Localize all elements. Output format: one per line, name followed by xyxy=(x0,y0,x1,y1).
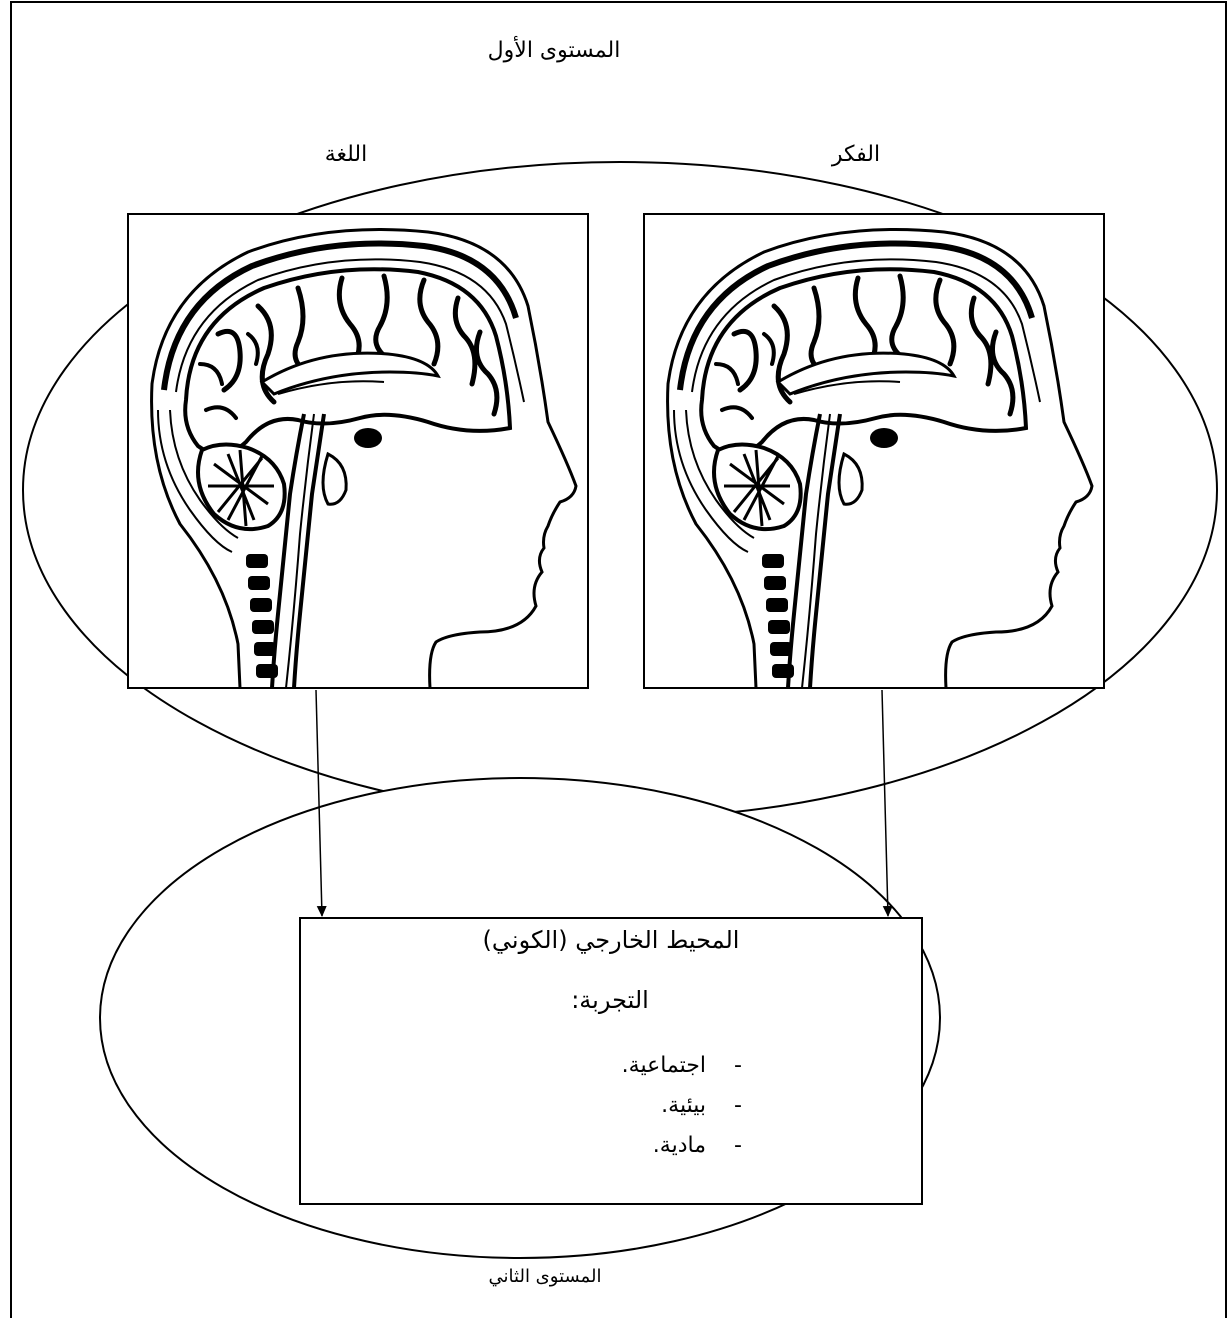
list-dash: - xyxy=(734,1046,742,1086)
list-dash: - xyxy=(734,1126,742,1166)
thought-panel xyxy=(644,214,1104,688)
thought-label: الفكر xyxy=(826,142,886,167)
level-two-label: المستوى الثاني xyxy=(470,1266,620,1287)
level-one-label: المستوى الأول xyxy=(474,38,634,63)
experience-title: التجربة: xyxy=(450,986,770,1014)
experience-item-text: اجتماعية. xyxy=(622,1053,706,1078)
experience-item-text: مادية. xyxy=(653,1133,706,1158)
experience-item: - اجتماعية. xyxy=(560,1046,750,1086)
thought-to-environment-arrow xyxy=(882,690,888,916)
experience-list: - اجتماعية. - بيئية. - مادية. xyxy=(560,1046,750,1166)
environment-title: المحيط الخارجي (الكوني) xyxy=(300,926,922,954)
experience-item-text: بيئية. xyxy=(661,1093,706,1118)
language-panel xyxy=(128,214,588,688)
experience-item: - بيئية. xyxy=(560,1086,750,1126)
experience-item: - مادية. xyxy=(560,1126,750,1166)
language-label: اللغة xyxy=(316,142,376,167)
list-dash: - xyxy=(734,1086,742,1126)
